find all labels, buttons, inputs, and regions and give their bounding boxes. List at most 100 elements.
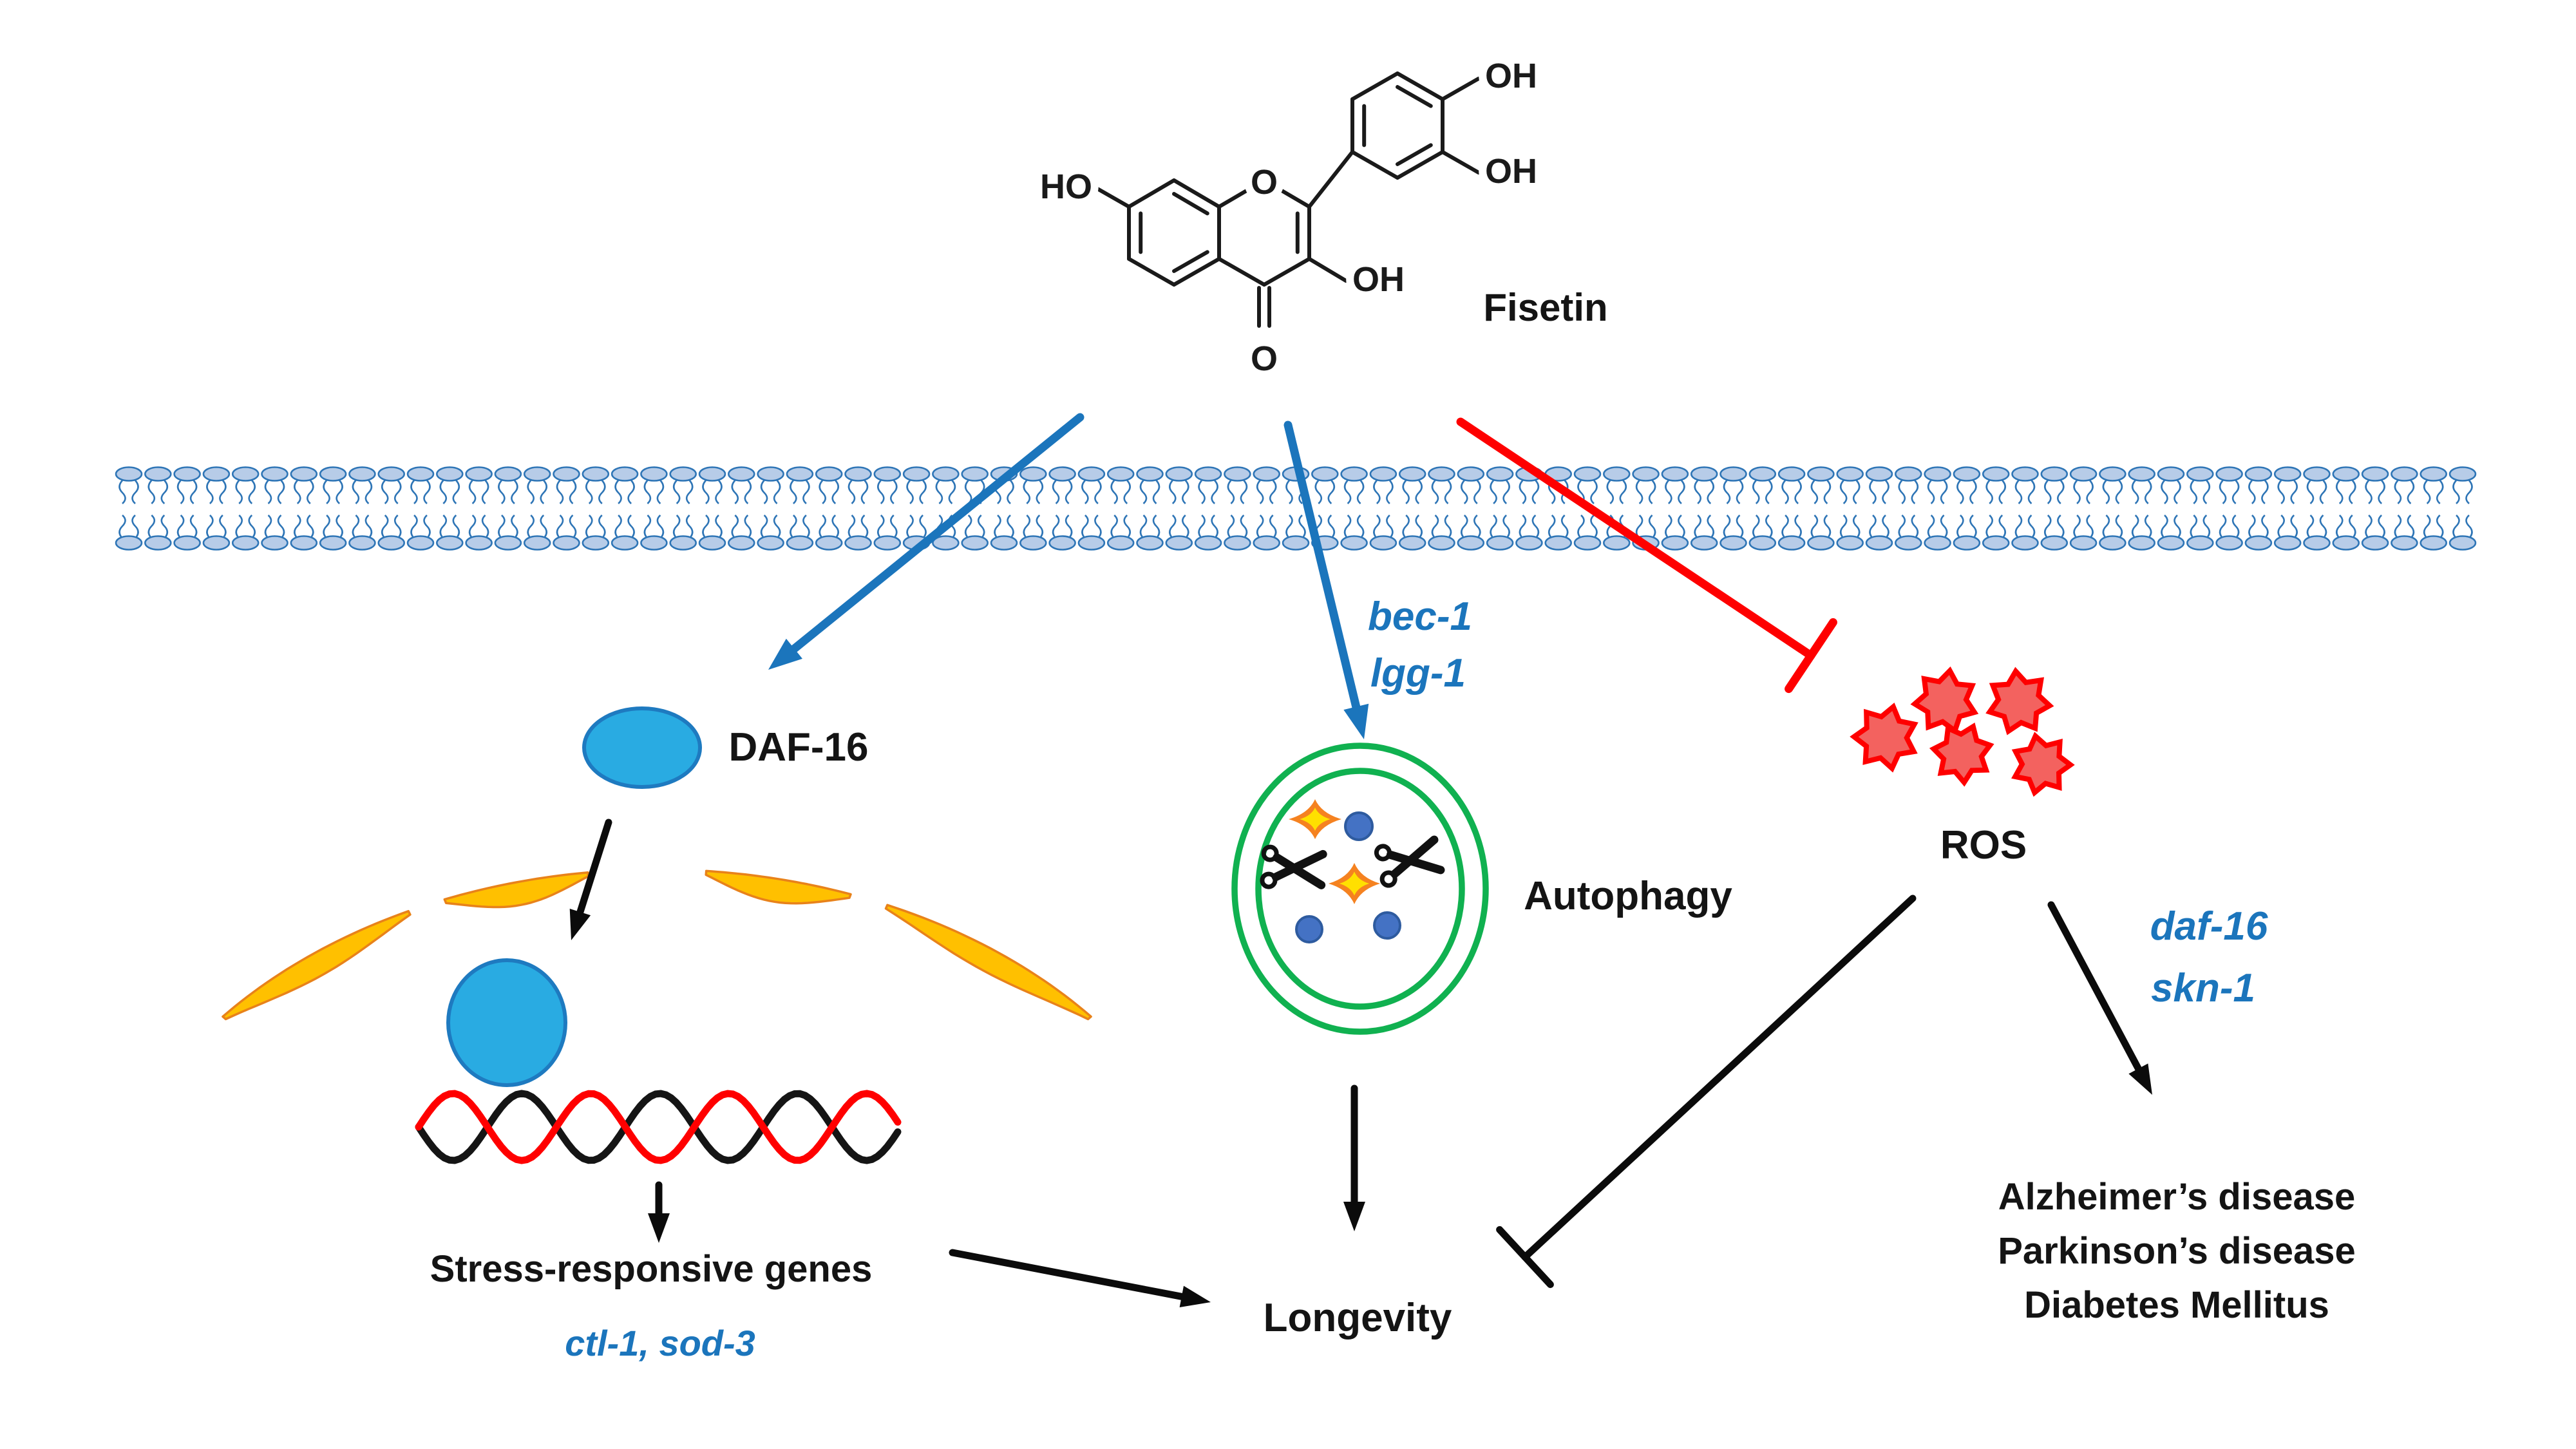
cargo-vesicle: [1344, 811, 1374, 841]
lipid-unit: [2186, 466, 2214, 551]
autophagy-label: Autophagy: [1524, 874, 1732, 918]
lipid-unit: [1136, 466, 1164, 551]
inhibition-fisetin-to-ros: [1456, 417, 1837, 694]
bec1-gene-label: bec-1: [1368, 594, 1472, 639]
cargo-vesicle: [1295, 915, 1323, 943]
lipid-unit: [1457, 466, 1485, 551]
arrow-stress-genes-to-longevity: [949, 1249, 1211, 1308]
lipid-unit: [2128, 466, 2155, 551]
disease-diabetes-label: Diabetes Mellitus: [2024, 1284, 2329, 1326]
lipid-unit: [115, 466, 143, 551]
degraded-cargo-star: [1329, 863, 1380, 904]
lipid-unit: [406, 466, 435, 551]
lipid-unit: [2069, 466, 2098, 551]
arrow-fisetin-to-daf16: [768, 413, 1084, 670]
lipid-unit: [377, 466, 406, 551]
lipid-unit: [582, 466, 610, 551]
lipid-unit: [786, 466, 814, 551]
lipid-unit: [757, 466, 784, 551]
pathway-shapes: [446, 666, 2075, 1087]
lipid-unit: [1661, 466, 1689, 551]
nuclear-envelope-segment: [443, 871, 590, 909]
lipid-unit: [144, 466, 172, 551]
lipid-unit: [2040, 466, 2069, 551]
stress-gene-names-label: ctl-1, sod-3: [565, 1323, 755, 1363]
lipid-unit: [1719, 466, 1747, 551]
lipid-unit: [815, 466, 843, 551]
lipid-unit: [1194, 466, 1222, 551]
lipid-unit: [1515, 466, 1543, 551]
lipid-unit: [435, 466, 464, 551]
nuclear-envelope-segment: [222, 910, 412, 1021]
atom-ring-o-label: O: [1251, 163, 1278, 202]
lipid-unit: [1165, 466, 1193, 551]
ros-particle: [1850, 702, 1918, 773]
lipid-unit: [1106, 466, 1135, 551]
lipid-unit: [2215, 466, 2243, 551]
inhibition-ros-to-longevity: [1496, 895, 1917, 1289]
lipid-unit: [640, 466, 668, 551]
longevity-label: Longevity: [1264, 1296, 1452, 1340]
atom-oh-3-label: OH: [1352, 260, 1405, 299]
nuclear-envelope-segment: [884, 904, 1092, 1021]
lipid-unit: [1428, 466, 1455, 551]
lipid-unit: [1048, 466, 1076, 551]
lipid-unit: [1807, 466, 1835, 551]
lipid-unit: [2011, 466, 2039, 551]
lipid-unit: [932, 466, 960, 551]
lipid-unit: [1777, 466, 1806, 551]
lipid-unit: [348, 466, 376, 551]
lipid-unit: [669, 466, 697, 551]
cargo-vesicle: [1373, 911, 1401, 940]
cell-membrane: [115, 466, 2477, 551]
lipid-unit: [290, 466, 318, 551]
protease-scissors-icon: [1260, 844, 1327, 889]
ros-cluster: [1850, 666, 2075, 797]
daf16-protein-nuclear: [446, 958, 567, 1087]
lipid-unit: [1836, 466, 1864, 551]
lipid-unit: [1398, 466, 1426, 551]
lipid-unit: [1924, 466, 1951, 551]
lipid-unit: [319, 466, 347, 551]
atom-ketone-o-label: O: [1251, 339, 1278, 378]
ros-particle: [1910, 666, 1979, 735]
lipid-unit: [1077, 466, 1106, 551]
atom-oh-right-label: OH: [1485, 152, 1537, 191]
dna-strand-black: [415, 1090, 902, 1164]
ros-particle: [1929, 723, 1994, 787]
lgg1-gene-label: lgg-1: [1370, 651, 1466, 696]
lipid-unit: [1486, 466, 1514, 551]
fisetin-chemical-structure: [1095, 71, 1481, 328]
lipid-unit: [611, 466, 639, 551]
lipid-unit: [728, 466, 755, 551]
atom-ho-label: HO: [1040, 167, 1092, 206]
lipid-unit: [1544, 466, 1572, 551]
lipid-unit: [261, 466, 289, 551]
lipid-unit: [1953, 466, 1981, 551]
lipid-unit: [1253, 466, 1280, 551]
compound-name-label: Fisetin: [1483, 286, 1607, 329]
lipid-unit: [553, 466, 580, 551]
arrow-ros-to-diseases: [2047, 901, 2152, 1095]
lipid-unit: [2157, 466, 2185, 551]
daf16-label: DAF-16: [728, 725, 868, 770]
daf16-gene-label: daf-16: [2150, 904, 2268, 949]
lipid-unit: [1573, 466, 1602, 551]
text-layer: HO O OH OH OH O Fisetin DAF-16 bec-1 lgg…: [430, 49, 2356, 1363]
arrow-dna-to-stress-genes: [648, 1181, 670, 1243]
lipid-unit: [2099, 466, 2126, 551]
arrow-autophagy-to-longevity: [1343, 1084, 1365, 1231]
disease-parkinsons-label: Parkinson’s disease: [1998, 1230, 2356, 1272]
lipid-unit: [2303, 466, 2331, 551]
arrow-fisetin-to-autophagy: [1283, 421, 1369, 739]
nuclear-envelope: [222, 869, 1092, 1021]
lipid-unit: [1019, 466, 1047, 551]
stress-genes-label: Stress-responsive genes: [430, 1248, 873, 1290]
skn1-gene-label: skn-1: [2151, 966, 2255, 1010]
pathway-arrows: [569, 413, 2152, 1308]
dna-double-helix: [415, 1090, 902, 1164]
lipid-unit: [2332, 466, 2360, 551]
ros-particle: [1985, 667, 2054, 735]
